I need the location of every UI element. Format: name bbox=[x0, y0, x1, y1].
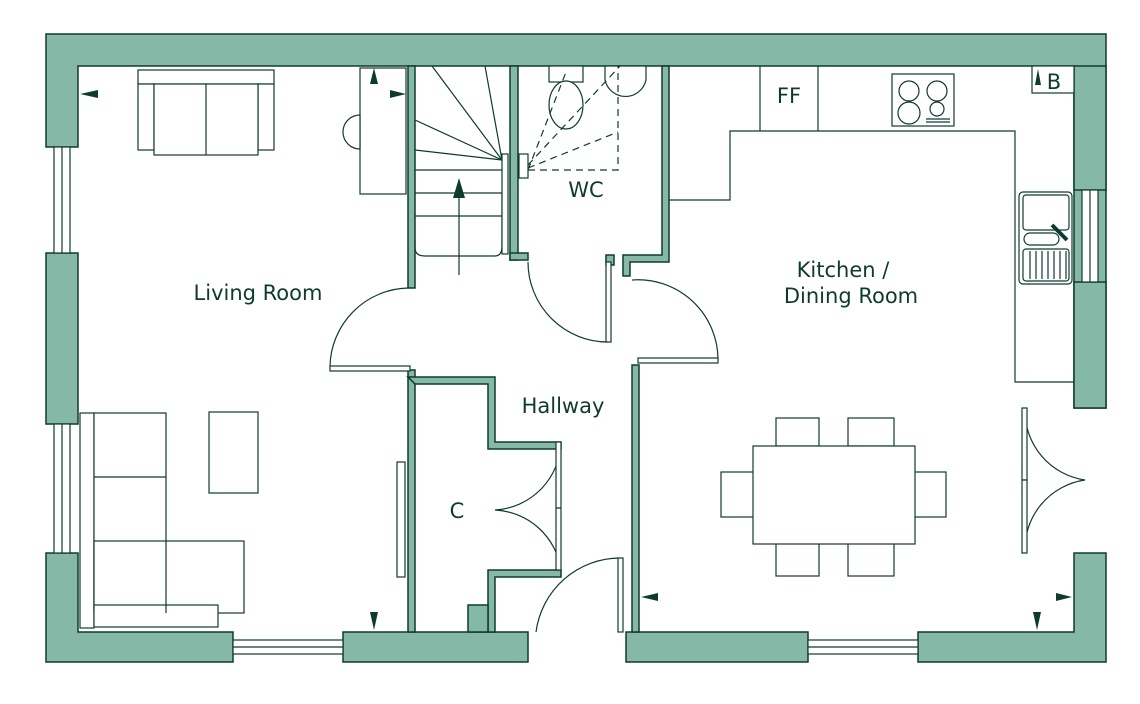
kitchen-label-line1: Kitchen / bbox=[797, 258, 891, 282]
dining-table bbox=[720, 417, 947, 577]
wc-fixtures bbox=[518, 65, 647, 179]
hob-icon bbox=[891, 73, 955, 127]
interior-walls bbox=[406, 65, 670, 633]
direction-markers bbox=[80, 68, 1072, 630]
cupboard-label: C bbox=[450, 499, 465, 523]
living-room-label: Living Room bbox=[194, 281, 323, 305]
fridge-freezer-label: FF bbox=[777, 84, 801, 108]
living-furniture bbox=[79, 67, 407, 629]
boiler-label: B bbox=[1047, 70, 1061, 94]
kitchen-label-line2: Dining Room bbox=[784, 284, 918, 308]
stair-direction-arrow bbox=[453, 178, 465, 198]
outer-walls bbox=[45, 33, 1107, 663]
windows bbox=[53, 146, 1099, 655]
hallway-label: Hallway bbox=[522, 394, 605, 418]
wc-label: WC bbox=[568, 178, 603, 202]
doors bbox=[329, 261, 1086, 633]
staircase bbox=[414, 65, 509, 275]
kitchen-units bbox=[669, 65, 1075, 383]
